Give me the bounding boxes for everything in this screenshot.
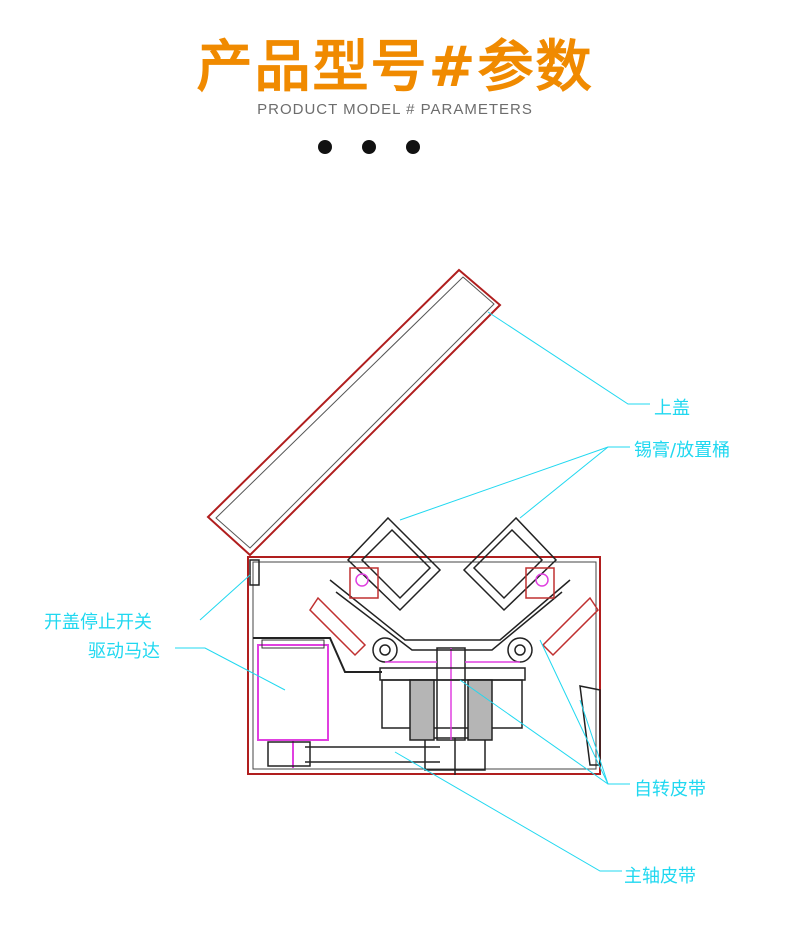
label-top-cover: 上盖 xyxy=(654,398,690,419)
left-bucket xyxy=(309,516,442,657)
label-drive-motor: 驱动马达 xyxy=(88,641,160,662)
decorative-dots xyxy=(318,140,428,156)
drive-motor xyxy=(257,639,329,768)
label-rotation-belt: 自转皮带 xyxy=(634,779,706,800)
dot xyxy=(318,140,332,154)
central-spindle xyxy=(379,647,526,741)
right-bucket xyxy=(462,516,599,657)
leader-lines xyxy=(175,311,650,872)
page-subtitle: PRODUCT MODEL # PARAMETERS xyxy=(257,101,533,118)
rotation-belt-assembly xyxy=(372,637,533,663)
page-title: 产品型号#参数 xyxy=(196,35,594,100)
v-frame xyxy=(329,579,571,651)
dot xyxy=(406,140,420,154)
label-spindle-belt: 主轴皮带 xyxy=(624,866,696,887)
label-paste-bucket: 锡膏/放置桶 xyxy=(634,440,731,461)
top-cover-shape xyxy=(206,268,502,557)
dot xyxy=(362,140,376,154)
label-lid-switch: 开盖停止开关 xyxy=(44,612,152,633)
spindle-belt-assembly xyxy=(267,737,486,775)
